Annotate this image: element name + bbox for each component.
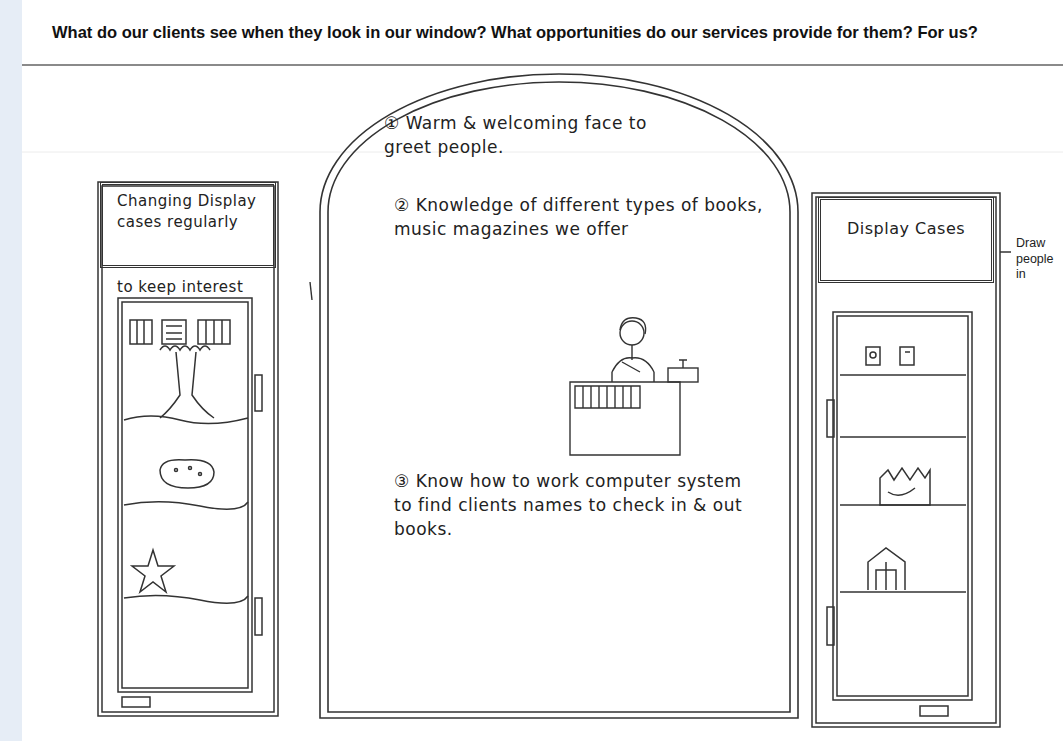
header-text: Changing Display cases regularly (117, 191, 267, 233)
title-rule (22, 64, 1063, 66)
display-header-box: Changing Display cases regularlyto keep … (100, 182, 276, 268)
side-strip (0, 0, 22, 741)
right-cabinet (812, 193, 1011, 727)
arch-outline (318, 72, 800, 720)
window-point: ② Knowledge of different types of books,… (394, 194, 769, 242)
window-arch: ① Warm & welcoming face to greet people.… (318, 72, 800, 720)
page-title: What do our clients see when they look i… (52, 21, 1057, 44)
display-header-box: Display Cases (818, 197, 994, 283)
header-note: to keep interest (117, 277, 327, 298)
arch-line (320, 74, 798, 718)
window-point: ① Warm & welcoming face to greet people. (384, 112, 684, 160)
header-text: Display Cases (847, 218, 987, 240)
arch-line (328, 82, 790, 712)
note-tick (310, 282, 312, 300)
window-point: ③ Know how to work computer system to fi… (394, 470, 759, 541)
left-cabinet (98, 182, 278, 716)
faint-rule (22, 152, 1063, 153)
side-note: Draw people in (1016, 236, 1060, 283)
librarian-at-desk (570, 318, 698, 455)
